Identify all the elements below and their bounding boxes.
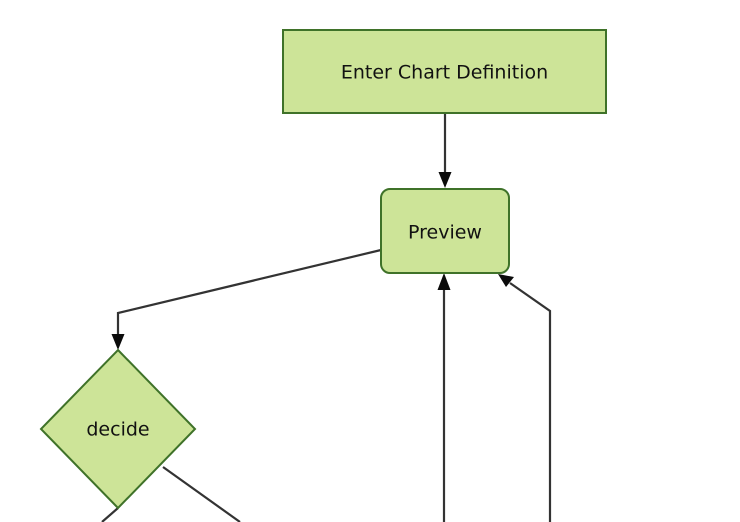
node-label-decide: decide <box>86 419 149 441</box>
arrowhead-icon <box>498 274 514 287</box>
node-shape-rounded-rectangle[interactable] <box>380 188 510 274</box>
edge-line <box>116 248 382 337</box>
node-preview[interactable]: Preview <box>380 188 510 274</box>
edge-return-center-to-preview <box>437 273 451 522</box>
edge-enter-to-preview <box>438 113 452 188</box>
node-label-enter-chart-definition: Enter Chart Definition <box>341 62 548 84</box>
edge-decide-out-left <box>101 507 119 522</box>
node-shape-rectangle[interactable] <box>282 29 607 114</box>
node-shape-diamond[interactable] <box>39 348 197 510</box>
edge-line <box>162 466 241 522</box>
node-label-preview: Preview <box>408 222 482 244</box>
node-decide[interactable]: decide <box>39 348 197 510</box>
node-enter-chart-definition[interactable]: Enter Chart Definition <box>282 29 607 114</box>
edge-return-right-to-preview <box>498 274 552 522</box>
edge-line <box>101 507 119 522</box>
arrowhead-icon <box>437 273 451 290</box>
arrowhead-icon <box>438 172 452 188</box>
edge-preview-to-decide <box>111 248 382 350</box>
edge-line <box>509 282 552 522</box>
arrowhead-icon <box>111 334 125 350</box>
edge-decide-out-right <box>162 466 241 522</box>
